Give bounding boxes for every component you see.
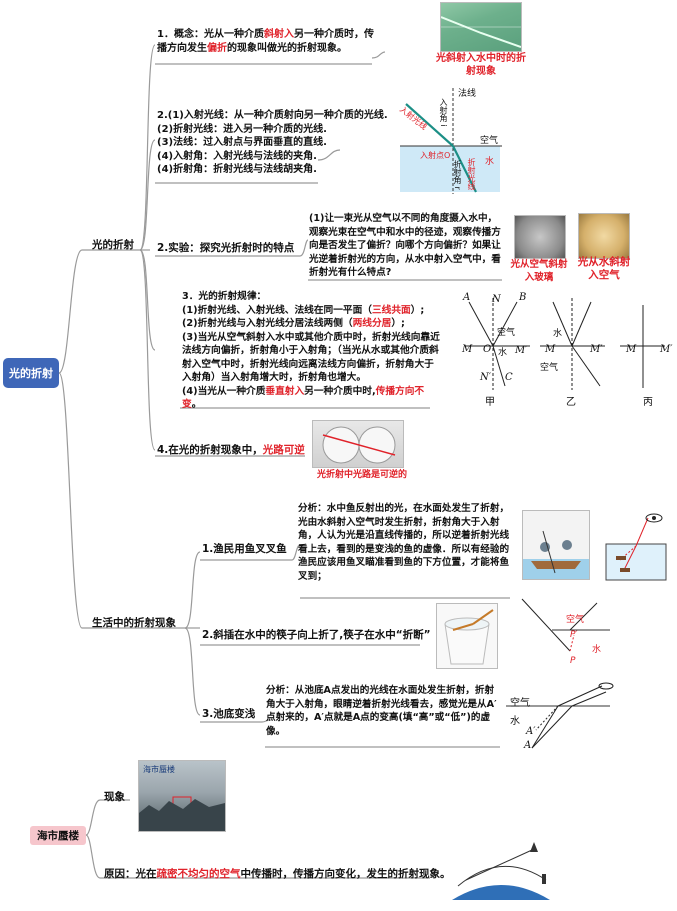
fig-label-mp-c: M′ (660, 344, 673, 355)
refraction-photo-caption: 光斜射入水中时的折射现象 (436, 53, 526, 77)
fig-label-mp-b: M′ (590, 344, 603, 355)
terms-text: 2.(1)入射光线：从一种介质射向另一种介质的光线. (2)折射光线：进入另一种… (157, 110, 388, 175)
fig-caption-jia: 甲 (485, 397, 495, 408)
fish-refraction-diagram (605, 513, 667, 581)
glass-experiment-photo (514, 215, 566, 259)
fig-label-m-c: M (626, 344, 637, 355)
reversible-caption: 光折射中光路是可逆的 (316, 470, 407, 480)
pool-label[interactable]: 3.池底变浅 (202, 708, 256, 720)
rules-text: 3．光的折射规律： (1)折射光线、入射光线、法线在同一平面（三线共面）; (2… (182, 291, 440, 410)
fig-label-m: M (462, 344, 473, 355)
mirage-photo-label: 海市蜃楼 (143, 765, 175, 774)
mirage-diagram (452, 842, 550, 900)
refraction-rules-figures (465, 298, 665, 390)
mirage-cause: 原因：光在疏密不均匀的空气中传播时，传播方向变化，发生的折射现象。 (104, 868, 451, 880)
fig-label-n: N (492, 294, 501, 305)
diagram-refracted-ray: 折射光线 (467, 158, 476, 190)
fig-caption-yi: 乙 (566, 397, 576, 408)
fig-label-a: A (463, 292, 471, 303)
water-experiment-photo (578, 213, 630, 259)
root-label: 光的折射 (9, 367, 53, 380)
fig-air-a: 空气 (497, 328, 516, 338)
fig-label-c: C (505, 372, 513, 383)
mirage-label: 海市蜃楼 (37, 830, 79, 842)
chopstick-refraction-diagram (521, 598, 610, 652)
fig-water-a: 水 (498, 348, 508, 358)
diagram-water: 水 (485, 157, 495, 167)
fig-label-np: N′ (480, 372, 492, 383)
fig-label-m-b: M (545, 344, 556, 355)
refraction-terms-diagram (400, 88, 502, 194)
branch-life-examples[interactable]: 生活中的折射现象 (92, 617, 176, 629)
fig-caption-bing: 丙 (643, 397, 653, 408)
pool-a: A (524, 740, 532, 751)
fish-label[interactable]: 1.渔民用鱼叉叉鱼 (202, 543, 287, 555)
pool-ap: A′ (526, 726, 536, 737)
reversible-photo (312, 420, 404, 468)
diagram-incident-angle: 入射角 i (439, 98, 448, 127)
diagram-point: 入射点O (420, 151, 451, 160)
fig-label-o: O (483, 344, 492, 355)
refraction-photo (440, 2, 522, 52)
pool-air: 空气 (510, 698, 530, 709)
fish-analysis: 分析：水中鱼反射出的光，在水面处发生了折射，光由水斜射入空气时发生折射，折射角大… (298, 503, 510, 582)
caption-water-to-air: 光从水斜射入空气 (577, 256, 631, 281)
experiment-label[interactable]: 2.实验：探究光折射时的特点 (157, 242, 295, 254)
fig-air-b: 空气 (540, 363, 559, 373)
fisherman-illustration (522, 510, 590, 580)
pool-refraction-diagram (506, 682, 614, 749)
experiment-desc: (1)让一束光从空气以不同的角度摄入水中，观察光束在空气中和水中的径迹，观察传播… (309, 213, 501, 278)
chopsticks-air: 空气 (566, 615, 585, 625)
fig-water-b: 水 (553, 329, 563, 339)
light-beam-icon (441, 16, 521, 48)
chopsticks-water: 水 (592, 645, 602, 655)
chopsticks-p: P (570, 656, 576, 666)
pool-analysis: 分析：从池底A点发出的光线在水面处发生折射，折射角大于入射角，眼睛逆着折射光线看… (266, 685, 497, 737)
caption-air-to-glass: 光从空气斜射入玻璃 (510, 259, 568, 283)
pool-water: 水 (510, 716, 520, 727)
diagram-normal: 法线 (458, 89, 477, 99)
mirage-photo: 海市蜃楼 (138, 760, 226, 832)
root-node[interactable]: 光的折射 (3, 358, 59, 388)
mirage-node[interactable]: 海市蜃楼 (30, 826, 86, 845)
reversible-label[interactable]: 4.在光的折射现象中，光路可逆 (157, 444, 305, 456)
fig-label-mp: M′ (515, 345, 528, 356)
mirage-phenomenon-label[interactable]: 现象 (104, 791, 125, 803)
fig-label-b: B (519, 292, 527, 303)
diagram-air: 空气 (480, 136, 499, 146)
branch-refraction[interactable]: 光的折射 (92, 239, 134, 251)
chopsticks-photo (436, 603, 498, 669)
chopsticks-label[interactable]: 2.斜插在水中的筷子向上折了,筷子在水中“折断” (202, 629, 431, 641)
diagram-refraction-angle: 折射角 r (453, 160, 462, 190)
chopsticks-pp: P′ (570, 630, 578, 640)
concept-text: 1．概念：光从一种介质斜射入另一种介质时，传播方向发生偏折的现象叫做光的折射现象… (157, 29, 374, 54)
